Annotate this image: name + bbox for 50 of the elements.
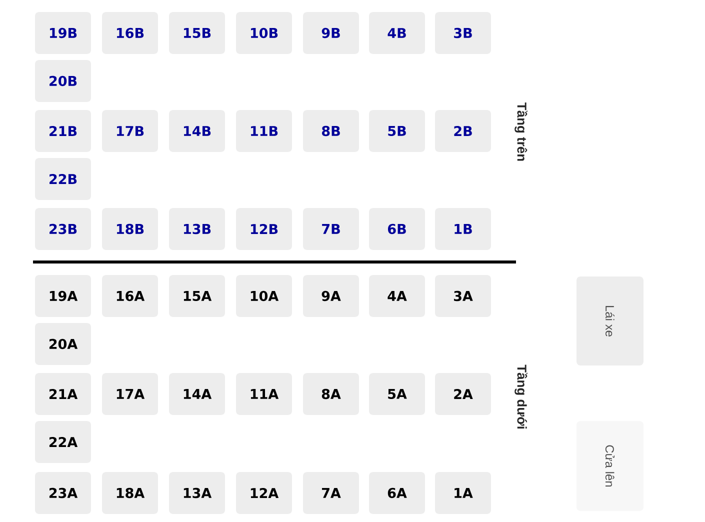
seat-box: 19A [35, 275, 91, 317]
seat-box: 23B [35, 208, 91, 250]
seat-box: 22A [35, 420, 91, 463]
driver-box: Lái xe [576, 276, 644, 366]
seat-box: 21B [35, 110, 91, 152]
seat-box: 16B [102, 12, 158, 54]
seat-box: 21A [35, 373, 91, 415]
seat-box: 7A [303, 472, 359, 514]
seat-box: 5A [369, 373, 425, 415]
deck-label: Tầng trên [514, 102, 528, 161]
seat-box: 11A [236, 373, 292, 415]
seat-box: 8A [303, 373, 359, 415]
seat-box: 17A [102, 373, 158, 415]
seat-box: 11B [236, 110, 292, 152]
seat-box: 19B [35, 12, 91, 54]
seat-box: 2B [435, 110, 491, 152]
seat-box: 14B [169, 110, 225, 152]
seat-box: 3B [435, 12, 491, 54]
seat-box: 18A [102, 472, 158, 514]
seat-box: 2A [435, 373, 491, 415]
seat-box: 15B [169, 12, 225, 54]
seat-box: 17B [102, 110, 158, 152]
seat-box: 8B [303, 110, 359, 152]
seat-box: 7B [303, 208, 359, 250]
seat-box: 1A [435, 472, 491, 514]
seat-box: 6B [369, 208, 425, 250]
seat-box: 1B [435, 208, 491, 250]
seat-box: 14A [169, 373, 225, 415]
seat-box: 20A [35, 322, 91, 365]
seat-box: 3A [435, 275, 491, 317]
seat-box: 15A [169, 275, 225, 317]
seat-box: 10B [236, 12, 292, 54]
seat-box: 13B [169, 208, 225, 250]
seat-box: 16A [102, 275, 158, 317]
seat-box: 10A [236, 275, 292, 317]
seat-box: 12A [236, 472, 292, 514]
seat-box: 6A [369, 472, 425, 514]
seat-box: 9B [303, 12, 359, 54]
seat-box: 20B [35, 60, 91, 102]
deck-label: Tầng dưới [514, 364, 528, 428]
seat-box: 4B [369, 12, 425, 54]
seat-box: 13A [169, 472, 225, 514]
seat-box: 18B [102, 208, 158, 250]
seat-box: 9A [303, 275, 359, 317]
seat-box: 12B [236, 208, 292, 250]
seat-box: 5B [369, 110, 425, 152]
door-box: Cửa lên [576, 420, 644, 511]
seat-box: 23A [35, 472, 91, 514]
seat-box: 4A [369, 275, 425, 317]
seat-box: 22B [35, 158, 91, 200]
